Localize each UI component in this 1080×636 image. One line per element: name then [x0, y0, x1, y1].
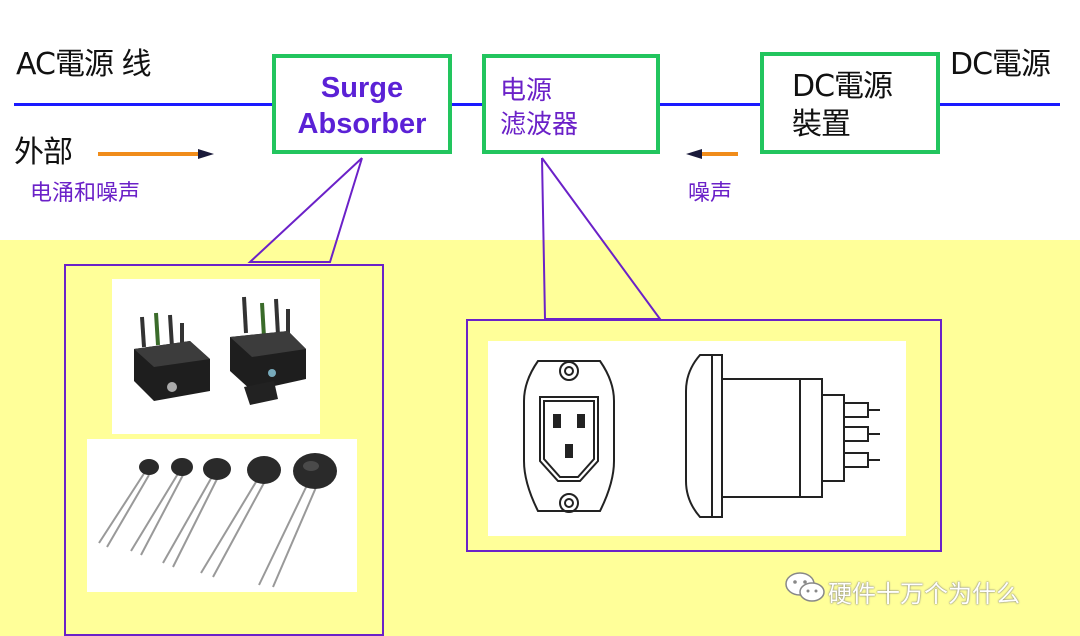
surge-absorber-line1: Surge	[320, 72, 404, 104]
external-label: 外部	[14, 135, 73, 170]
watermark-text: 硬件十万个为什么	[828, 580, 1020, 608]
power-filter-drawing	[488, 341, 906, 536]
absorber-module-left	[134, 312, 210, 401]
filter-callout-line	[541, 157, 662, 320]
power-filter-box: 电源 滤波器	[482, 54, 660, 154]
varistor-5	[293, 453, 337, 489]
varistor-image	[87, 439, 357, 592]
ac-line-label: AC電源 线	[16, 47, 151, 82]
varistor-1	[139, 459, 159, 475]
varistor-3	[203, 458, 231, 480]
external-surge-arrow	[98, 149, 214, 159]
noise-label: 噪声	[688, 181, 733, 206]
noise-arrow	[686, 149, 738, 159]
surge-absorber-module-image	[112, 279, 320, 434]
dc-line-label: DC電源	[950, 47, 1051, 82]
power-filter-line1: 电源	[500, 76, 553, 106]
dc-supply-line2: 裝置	[792, 107, 851, 142]
wechat-icon	[785, 572, 825, 602]
filter-front-view	[523, 360, 615, 513]
power-filter-panel	[466, 319, 942, 552]
surge-noise-label: 电涌和噪声	[30, 181, 141, 206]
varistor-4	[247, 456, 281, 484]
varistor-2	[171, 458, 193, 476]
surge-absorber-line2: Absorber	[297, 108, 427, 140]
filter-side-view	[685, 354, 880, 518]
surge-absorber-box: Surge Absorber	[272, 54, 452, 154]
dc-supply-box: DC電源 裝置	[760, 52, 940, 154]
absorber-module-right	[230, 296, 306, 405]
surge-absorber-panel	[64, 264, 384, 636]
power-filter-line2: 滤波器	[500, 110, 579, 140]
dc-supply-line1: DC電源	[792, 69, 893, 104]
surge-callout-line	[247, 157, 363, 263]
